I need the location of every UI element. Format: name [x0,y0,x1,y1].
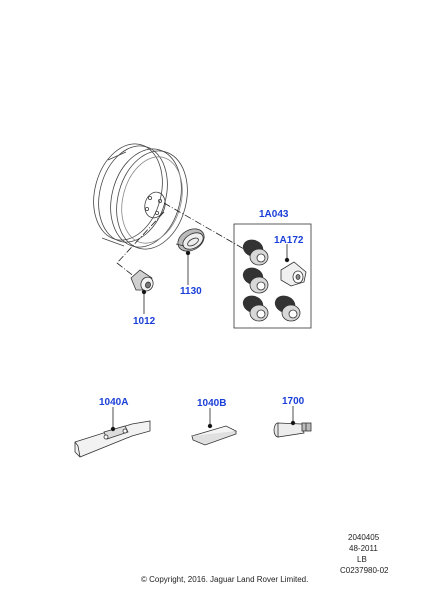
callout-1700[interactable]: 1700 [282,396,305,407]
kit-frame [233,223,312,329]
center-cap [175,228,205,252]
tyre-valve [273,422,312,438]
tool-1040b [190,425,238,446]
alloy-wheel [93,143,188,250]
callout-1040B[interactable]: 1040B [197,398,227,409]
copyright-notice: © Copyright, 2016. Jaguar Land Rover Lim… [141,575,309,584]
callout-1A172[interactable]: 1A172 [274,235,304,246]
drawing-code: LB [357,555,367,564]
locking-key [280,261,307,287]
drawing-number: 2040405 [348,533,380,542]
callout-ticks [110,244,296,432]
drawing-date: 48-2011 [349,544,378,553]
locking-nuts [242,239,301,322]
wheel-nut [130,269,154,292]
callout-1A043[interactable]: 1A043 [259,209,289,220]
callout-1040A[interactable]: 1040A [99,397,129,408]
callout-1012[interactable]: 1012 [133,316,156,327]
callout-1130[interactable]: 1130 [180,286,202,297]
wheel-brace [74,420,151,458]
illustration-id: C0237980-02 [340,566,389,575]
